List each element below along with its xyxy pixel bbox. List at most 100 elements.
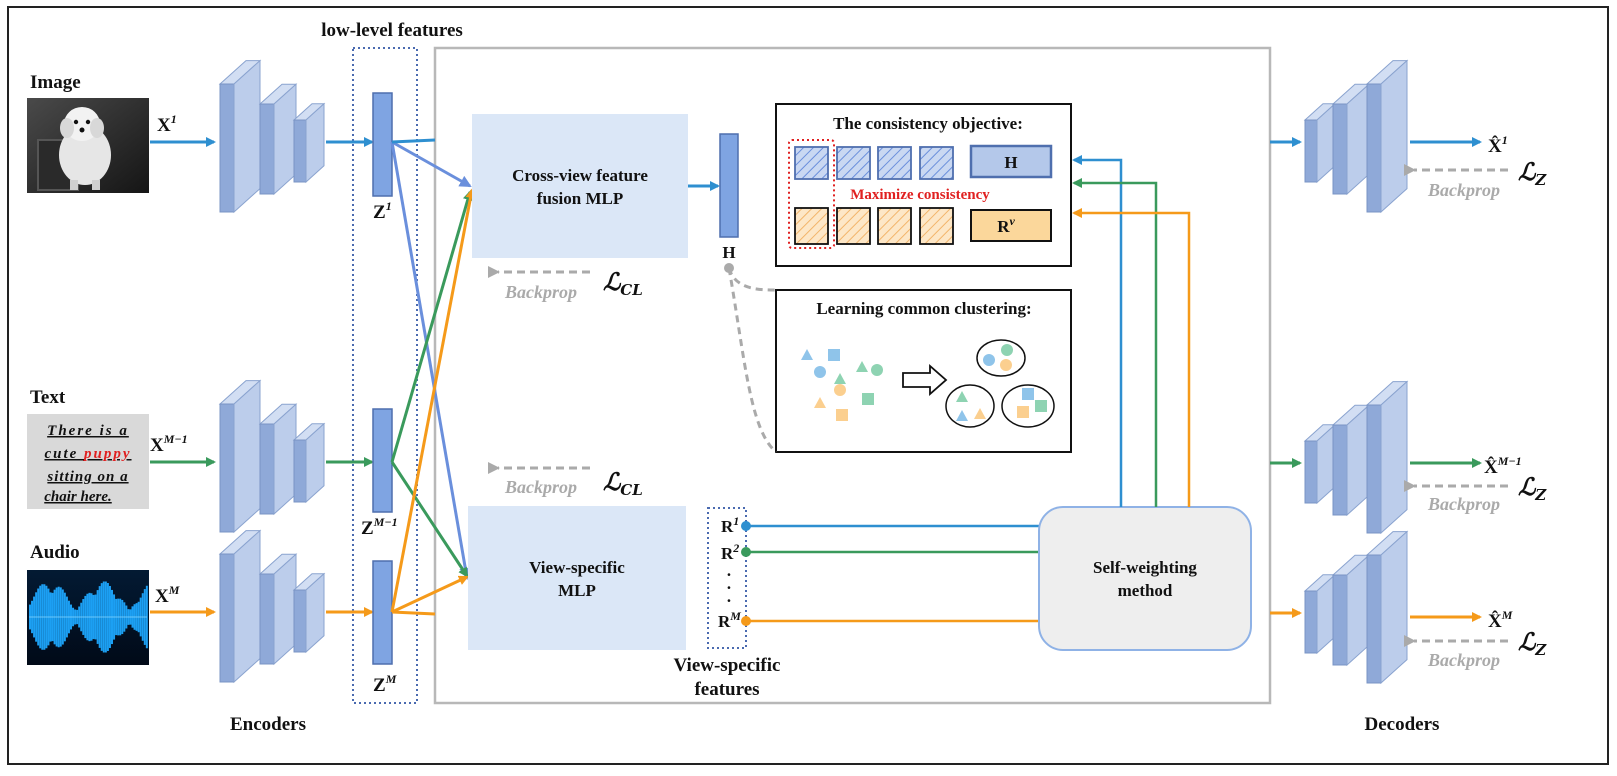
h-to-clustering-link [727,267,777,292]
loss-z3: ℒZ [1518,627,1547,659]
audio-waveform [27,570,149,665]
clustering-title: Learning common clustering: [816,299,1031,318]
fusion-label-line2: fusion MLP [537,189,623,208]
z1-to-specific-arrow [390,141,472,580]
consistency-h-box [969,144,1053,179]
decoder-audio-layer-2 [1331,554,1371,667]
loss-cl-bottom: ℒCL [603,467,643,499]
puppy-image [27,98,149,193]
clustering-feedback-link [727,267,777,454]
zm-feature-bar [372,560,393,665]
xhatm1-label: X̂M−1 [1484,454,1522,478]
zm1-to-fusion-arrow [390,190,473,463]
zm-to-specific-arrow [391,575,469,614]
cross-view-fusion-mlp [472,114,688,258]
text-line-4: chair here. [44,489,112,505]
encoder-audio [218,529,326,684]
backprop-cl-top-label: Backprop [504,282,577,302]
r-dots-1: · [726,565,732,584]
view-specific-features-box [707,507,747,649]
r-dots-2: · [726,578,732,597]
encoder-text-layer-2 [258,403,298,516]
backprop-z3-label: Backprop [1427,650,1500,670]
h-slot-1 [794,146,829,180]
selfweight-to-green-line [1072,178,1158,507]
text-snippet: There is a cute puppy sitting on a chair… [27,414,149,509]
clustered-groups [945,339,1055,428]
arrow-right-icon [902,364,948,396]
text-line-1: There is a [47,423,129,439]
text-label: Text [30,387,66,408]
consistency-r-box [970,209,1052,242]
decoder-audio [1303,530,1409,685]
encoder-audio-layer-2 [258,553,298,666]
loss-z2: ℒZ [1518,472,1547,504]
encoder-text-layer-3 [292,422,326,504]
r2-label: R2 [721,541,739,563]
selfweight-to-r-orange-line [1072,208,1191,507]
decoder-text-layer-1 [1303,423,1337,505]
text-highlight-word: puppy [82,446,132,462]
h-label: H [722,243,735,262]
audio-label: Audio [30,542,80,563]
consistency-r-label: Rv [997,214,1015,236]
h-slot-4 [919,146,954,180]
r-slot-4 [919,207,954,245]
xhat1-label: X̂1 [1488,133,1508,157]
decoder-audio-layer-1 [1303,573,1337,655]
encoder-image-layer-3 [292,102,326,184]
self-weighting-method [1038,506,1252,651]
fusion-label-line1: Cross-view feature [512,166,648,185]
backprop-z1-label: Backprop [1427,180,1500,200]
backprop-cl-bottom-label: Backprop [504,477,577,497]
view-specific-mlp [468,506,686,650]
r-slot-2 [836,207,871,245]
decoder-image-layer-1 [1303,102,1337,184]
encoder-text-layer-1 [218,379,262,534]
view-specific-caption-1: View-specific [674,655,781,676]
xm1-label: XM−1 [150,432,188,456]
r-dots-3: · [726,591,732,610]
self-weighting-line1: Self-weighting [1093,558,1197,577]
r-slot-3 [877,207,912,245]
zm1-to-specific-arrow [390,461,469,578]
loss-cl-top: ℒCL [603,267,643,299]
text-line-3: sitting on a [46,469,128,485]
h-slot-2 [836,146,871,180]
scattered-samples [801,349,883,421]
zm1-feature-bar [372,408,393,513]
specific-label-line2: MLP [558,581,596,600]
encoder-audio-layer-3 [292,572,326,654]
maximize-consistency-label: Maximize consistency [850,187,990,203]
outer-frame [7,6,1609,765]
r-slot-1 [794,207,829,245]
encoders-label: Encoders [230,714,306,735]
low-level-features-title: low-level features [321,20,463,41]
decoder-image [1303,59,1409,214]
specific-label-line1: View-specific [529,558,625,577]
consistency-h-label: H [1004,153,1017,172]
encoder-image [218,59,326,214]
encoder-image-layer-1 [218,59,262,214]
consistency-title: The consistency objective: [833,114,1023,133]
loss-z1: ℒZ [1518,157,1547,189]
decoder-text-layer-2 [1331,404,1371,517]
zm-label: ZM [373,672,397,696]
decoder-image-layer-2 [1331,83,1371,196]
z1-label: Z1 [373,199,392,223]
decoder-audio-layer-3 [1365,530,1409,685]
z1-feature-bar [372,92,393,197]
h-feature-bar [719,133,739,238]
zm1-label: ZM−1 [361,515,398,539]
r1-label: R1 [721,514,739,536]
z1-to-fusion-arrow [391,140,472,188]
zm-to-fusion-arrow [390,188,476,613]
xm-label: XM [155,583,180,607]
encoder-image-layer-2 [258,83,298,196]
x1-label: X1 [157,112,177,136]
z1-stub [391,138,436,144]
self-weighting-line2: method [1118,581,1173,600]
core-module-frame [433,46,1272,705]
